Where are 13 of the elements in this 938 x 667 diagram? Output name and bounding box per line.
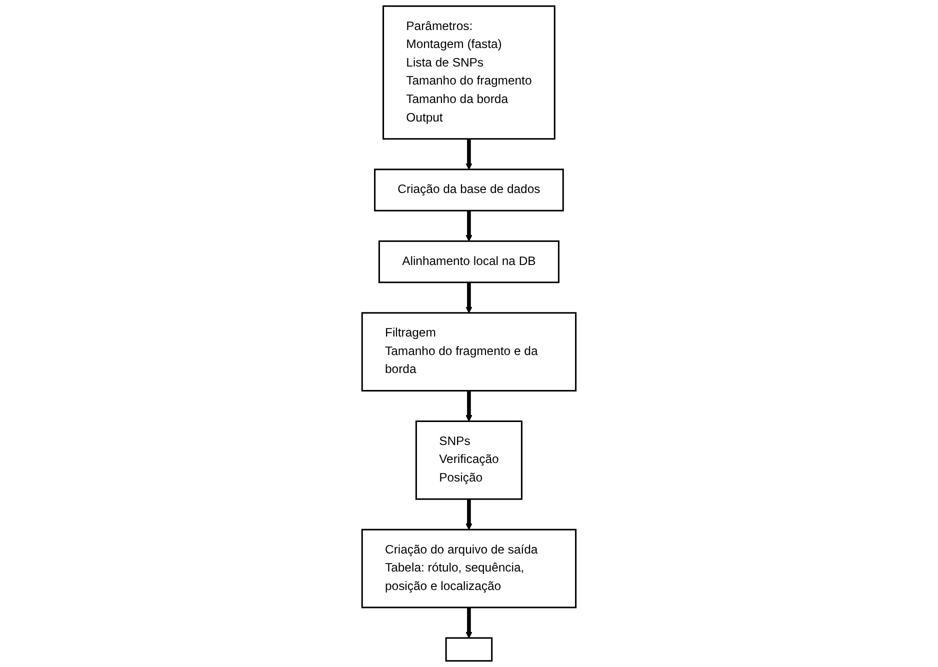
node-box: Criação do arquivo de saída Tabela: rótulo, sequência, posição e localização: [361, 528, 577, 608]
arrow: [466, 499, 472, 530]
arrow: [466, 282, 472, 314]
node-box: Parâmetros: Montagem (fasta) Lista de SNPs Tamanho do fragmento Tamanho da borda Output: [382, 5, 556, 140]
arrow: [466, 138, 472, 170]
node-box: Criação da base de dados: [374, 168, 564, 212]
node-box: SNPs Verificação Posição: [415, 420, 523, 500]
node-box: [445, 637, 493, 662]
node-box: Filtragem Tamanho do fragmento e da borda: [361, 312, 577, 392]
node-box: Alinhamento local na DB: [378, 240, 560, 284]
arrow: [466, 390, 472, 422]
arrow: [466, 210, 472, 242]
arrow: [466, 607, 472, 638]
